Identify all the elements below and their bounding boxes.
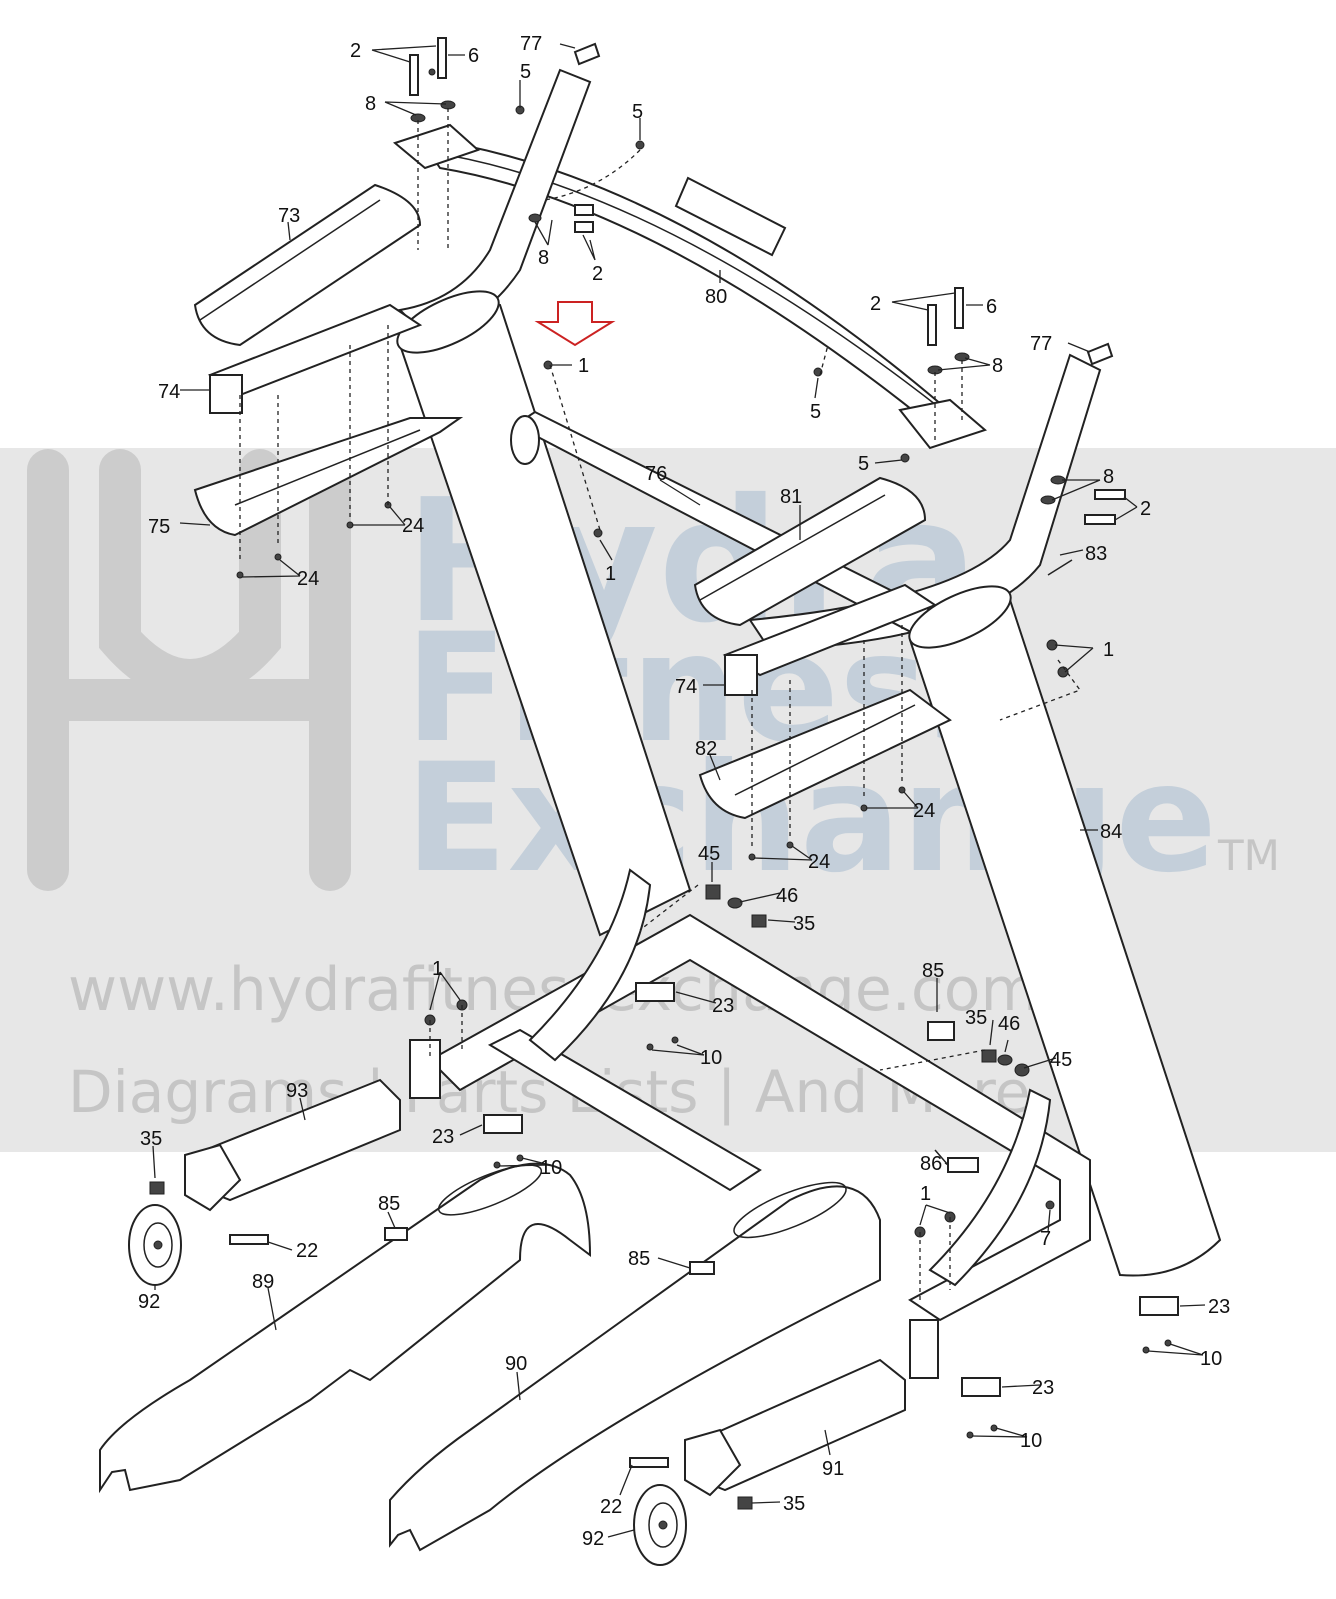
watermark-logo-icon <box>27 449 351 891</box>
label-24: 24 <box>808 851 830 873</box>
part-90-right-cover <box>389 1181 881 1552</box>
label-77: 77 <box>1030 333 1052 355</box>
label-1: 1 <box>605 563 616 585</box>
label-92: 92 <box>138 1291 160 1313</box>
leader-lines <box>152 43 1206 1538</box>
label-8: 8 <box>992 355 1003 377</box>
label-1: 1 <box>1103 639 1114 661</box>
label-84: 84 <box>1100 821 1122 843</box>
label-10: 10 <box>1020 1430 1042 1452</box>
part-23-pads <box>483 982 1179 1397</box>
label-73: 73 <box>278 205 300 227</box>
label-10: 10 <box>540 1157 562 1179</box>
part-73-left-handrail-cover <box>193 183 422 347</box>
part-82-right-handgrip <box>698 688 952 820</box>
part-left-bracket <box>528 868 652 1062</box>
label-90: 90 <box>505 1353 527 1375</box>
label-23: 23 <box>1032 1377 1054 1399</box>
label-74: 74 <box>158 381 180 403</box>
label-24: 24 <box>402 515 424 537</box>
label-81: 81 <box>780 486 802 508</box>
label-45: 45 <box>1050 1049 1072 1071</box>
label-6: 6 <box>468 45 479 67</box>
part-91-right-extension <box>684 1358 906 1497</box>
label-2: 2 <box>592 263 603 285</box>
label-5: 5 <box>810 401 821 423</box>
label-75: 75 <box>148 516 170 538</box>
part-75-left-handgrip <box>193 417 464 537</box>
label-7: 7 <box>1040 1228 1051 1250</box>
label-22: 22 <box>600 1496 622 1518</box>
label-80: 80 <box>705 286 727 308</box>
label-92: 92 <box>582 1528 604 1550</box>
label-46: 46 <box>998 1013 1020 1035</box>
label-10: 10 <box>1200 1348 1222 1370</box>
label-23: 23 <box>1208 1296 1230 1318</box>
label-45: 45 <box>698 843 720 865</box>
label-24: 24 <box>297 568 319 590</box>
label-85: 85 <box>628 1248 650 1270</box>
part-labels: 2 6 77 5 8 5 73 8 2 80 2 6 77 8 1 74 5 5… <box>138 33 1230 1550</box>
label-5: 5 <box>858 453 869 475</box>
label-35: 35 <box>140 1128 162 1150</box>
part-74-right-handrail-tube <box>722 583 938 696</box>
label-5: 5 <box>520 61 531 83</box>
watermark-trademark: TM <box>1217 831 1280 880</box>
label-82: 82 <box>695 738 717 760</box>
label-93: 93 <box>286 1080 308 1102</box>
label-1: 1 <box>432 958 443 980</box>
label-86: 86 <box>920 1153 942 1175</box>
label-24: 24 <box>913 800 935 822</box>
label-35: 35 <box>793 913 815 935</box>
label-8: 8 <box>365 93 376 115</box>
part-74-left-handrail-tube <box>207 303 423 414</box>
label-85: 85 <box>922 960 944 982</box>
label-89: 89 <box>252 1271 274 1293</box>
part-92-right-wheel <box>633 1484 687 1566</box>
label-76: 76 <box>645 463 667 485</box>
label-35: 35 <box>965 1007 987 1029</box>
part-base-frame <box>409 913 1091 1379</box>
label-1: 1 <box>578 355 589 377</box>
label-22: 22 <box>296 1240 318 1262</box>
label-2: 2 <box>350 40 361 62</box>
part-92-left-wheel <box>128 1204 182 1286</box>
label-23: 23 <box>432 1126 454 1148</box>
label-85: 85 <box>378 1193 400 1215</box>
label-83: 83 <box>1085 543 1107 565</box>
label-74: 74 <box>675 676 697 698</box>
label-23: 23 <box>712 995 734 1017</box>
label-6: 6 <box>986 296 997 318</box>
part-left-upright-column <box>396 290 692 937</box>
label-5: 5 <box>632 101 643 123</box>
part-84-right-column <box>908 585 1222 1277</box>
label-8: 8 <box>538 247 549 269</box>
label-2: 2 <box>870 293 881 315</box>
label-1: 1 <box>920 1183 931 1205</box>
label-8: 8 <box>1103 466 1114 488</box>
callout-down-arrow-icon <box>534 301 616 347</box>
label-35: 35 <box>783 1493 805 1515</box>
label-77: 77 <box>520 33 542 55</box>
label-46: 46 <box>776 885 798 907</box>
part-right-bracket <box>928 1088 1052 1287</box>
assembly-dash-lines <box>239 108 1082 1300</box>
part-93-left-extension <box>184 1078 401 1212</box>
part-81-right-handrail-cover <box>693 476 927 627</box>
watermark: Hydra Fitness Exchange TM www.hydrafitne… <box>0 448 1336 1152</box>
label-91: 91 <box>822 1458 844 1480</box>
label-10: 10 <box>700 1047 722 1069</box>
label-2: 2 <box>1140 498 1151 520</box>
part-89-left-cover <box>99 1162 592 1494</box>
